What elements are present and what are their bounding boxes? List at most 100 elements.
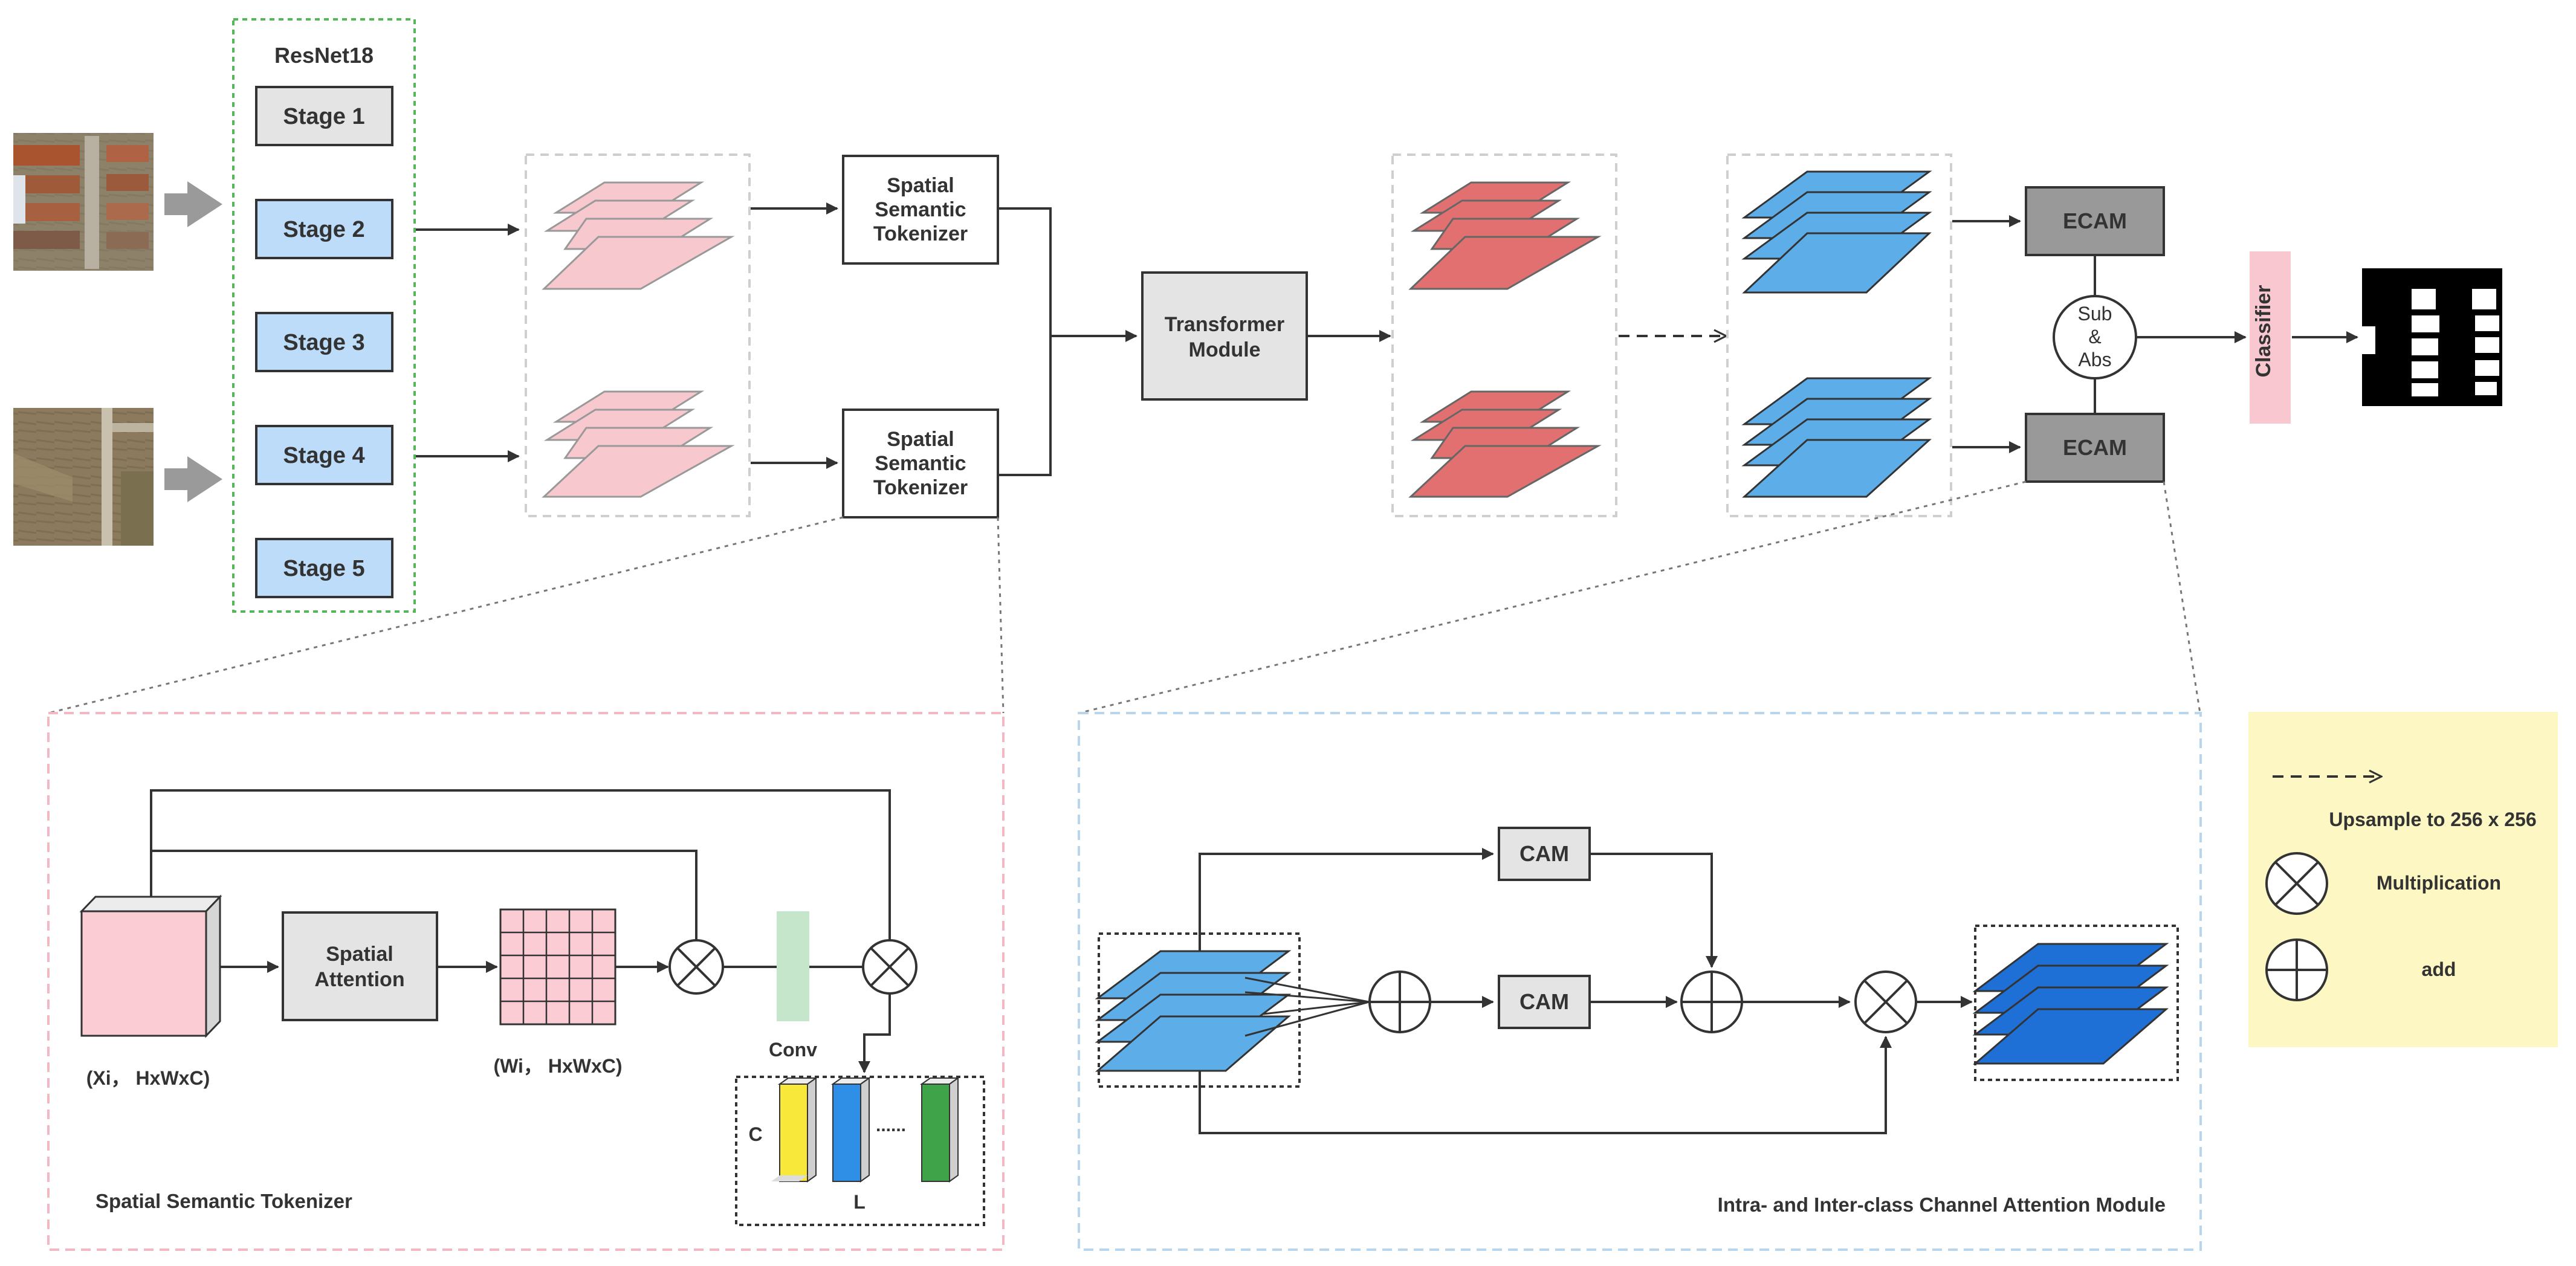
tokenizer-top-connector xyxy=(998,207,1052,336)
backbone-title: ResNet18 xyxy=(274,43,374,68)
zoom-line-sst-left xyxy=(48,516,844,714)
conv-label: Conv xyxy=(769,1039,817,1061)
input-arrow-bottom xyxy=(164,456,222,502)
icam-panel-border xyxy=(1078,712,2202,1251)
transformer-box: Transformer Module xyxy=(1141,271,1308,401)
token-green xyxy=(919,1077,960,1183)
stage-1-label: Stage 1 xyxy=(283,104,364,129)
icam-fan-line-1 xyxy=(1244,977,1370,1003)
icam-top-branch xyxy=(1199,848,1494,951)
red-feature-stack-top xyxy=(1408,181,1602,290)
tokenizer-bottom-line3: Tokenizer xyxy=(873,476,968,499)
stage-4-label: Stage 4 xyxy=(283,443,364,468)
tokenizer-top-line3: Tokenizer xyxy=(873,222,968,245)
subabs-line3: Abs xyxy=(2078,349,2111,370)
stage-5-box: Stage 5 xyxy=(255,538,393,598)
tokenizer-bottom-box: Spatial Semantic Tokenizer xyxy=(842,409,999,518)
stage-3-box: Stage 3 xyxy=(255,312,393,372)
cam-bottom-box: CAM xyxy=(1498,975,1591,1029)
ecam-bottom-label: ECAM xyxy=(2063,435,2127,460)
icam-fan-line-3 xyxy=(1263,1001,1370,1015)
xi-label: (Xi， HxWxC) xyxy=(86,1067,210,1089)
transformer-line1: Transformer xyxy=(1165,313,1284,336)
cam-bottom-label: CAM xyxy=(1519,989,1569,1014)
stage-2-label: Stage 2 xyxy=(283,217,364,242)
tokenizer-top-box: Spatial Semantic Tokenizer xyxy=(842,155,999,265)
sst-panel-border xyxy=(47,712,1005,1251)
zoom-line-icam-right xyxy=(2163,481,2201,714)
cam-top-to-add2 xyxy=(1590,853,1718,968)
tokens-dots: ...... xyxy=(876,1116,906,1135)
pink-feature-stack-top xyxy=(542,181,735,290)
blue-feature-stack-top xyxy=(1741,170,1932,294)
blue-feature-stack-bottom xyxy=(1741,377,1932,498)
legend-multiplication-icon xyxy=(2265,852,2328,915)
wi-label: (Wi， HxWxC) xyxy=(493,1055,622,1077)
icam-multiply-node xyxy=(1854,970,1917,1033)
wi-attention-grid xyxy=(499,908,616,1025)
pink-feature-stack-bottom xyxy=(542,390,735,498)
tokenizer-bottom-line2: Semantic xyxy=(875,452,966,475)
backbone-border xyxy=(232,18,416,613)
icam-bottom-skip xyxy=(1199,1036,1892,1134)
stage-3-label: Stage 3 xyxy=(283,330,364,355)
icam-add-node-1 xyxy=(1368,970,1431,1033)
subabs-line1: Sub xyxy=(2078,303,2112,325)
legend-add-icon xyxy=(2265,938,2328,1001)
stage-1-box: Stage 1 xyxy=(255,86,393,146)
conv-block xyxy=(777,911,809,1021)
pink-features-border xyxy=(525,153,751,517)
subabs-node: Sub & Abs xyxy=(2053,295,2137,379)
classifier-box: Classifier xyxy=(2250,251,2291,424)
spatial-attention-line2: Attention xyxy=(314,968,404,991)
legend-multiplication-label: Multiplication xyxy=(2377,872,2501,894)
icam-output-border xyxy=(1974,925,2179,1081)
icam-fan-line-4 xyxy=(1244,1001,1370,1037)
red-features-border xyxy=(1391,153,1617,517)
token-yellow xyxy=(771,1077,818,1183)
tokenizer-bottom-line1: Spatial xyxy=(887,428,954,451)
tokenizer-bottom-connector xyxy=(998,336,1052,476)
xi-cube xyxy=(79,894,222,1038)
mult2-to-tokens xyxy=(858,993,891,1073)
ecam-top-label: ECAM xyxy=(2063,208,2127,233)
stage-4-box: Stage 4 xyxy=(255,425,393,485)
token-blue xyxy=(830,1077,872,1183)
tokenizer-top-line1: Spatial xyxy=(887,174,954,197)
cam-top-box: CAM xyxy=(1498,827,1591,881)
sst-panel-title: Spatial Semantic Tokenizer xyxy=(95,1190,352,1212)
sst-skip-outer xyxy=(150,789,891,940)
input-image-t1 xyxy=(13,133,154,271)
legend-add-label: add xyxy=(2422,958,2456,980)
icam-fan-line-2 xyxy=(1244,991,1370,1003)
transformer-line2: Module xyxy=(1189,338,1261,361)
tokens-c-label: C xyxy=(748,1123,762,1145)
stage-5-label: Stage 5 xyxy=(283,556,364,581)
icam-input-feature-stack xyxy=(1095,950,1292,1072)
tokenizer-top-line2: Semantic xyxy=(875,198,966,221)
cam-top-label: CAM xyxy=(1519,841,1569,866)
classifier-label: Classifier xyxy=(2252,285,2275,377)
sst-multiply-node-1 xyxy=(668,939,724,995)
ecam-top-box: ECAM xyxy=(2025,186,2165,256)
input-arrow-top xyxy=(164,181,222,227)
subabs-line2: & xyxy=(2088,326,2101,347)
spatial-attention-line1: Spatial xyxy=(326,943,393,966)
red-feature-stack-bottom xyxy=(1408,390,1602,498)
input-image-t2 xyxy=(13,408,154,546)
output-change-mask xyxy=(2362,268,2502,406)
zoom-line-icam-left xyxy=(1078,480,2027,714)
stage-2-box: Stage 2 xyxy=(255,199,393,259)
blue-features-border xyxy=(1726,153,1952,517)
tokens-border xyxy=(735,1076,985,1226)
zoom-line-sst-right xyxy=(997,517,1005,714)
legend-upsample-label: Upsample to 256 x 256 xyxy=(2329,809,2536,830)
icam-output-feature-stack xyxy=(1972,943,2169,1065)
sst-multiply-node-2 xyxy=(862,939,917,995)
icam-panel-title: Intra- and Inter-class Channel Attention… xyxy=(1718,1193,2166,1216)
icam-add-node-2 xyxy=(1680,970,1743,1033)
tokens-l-label: L xyxy=(853,1191,866,1213)
spatial-attention-box: Spatial Attention xyxy=(282,911,438,1021)
ecam-bottom-box: ECAM xyxy=(2025,413,2165,483)
